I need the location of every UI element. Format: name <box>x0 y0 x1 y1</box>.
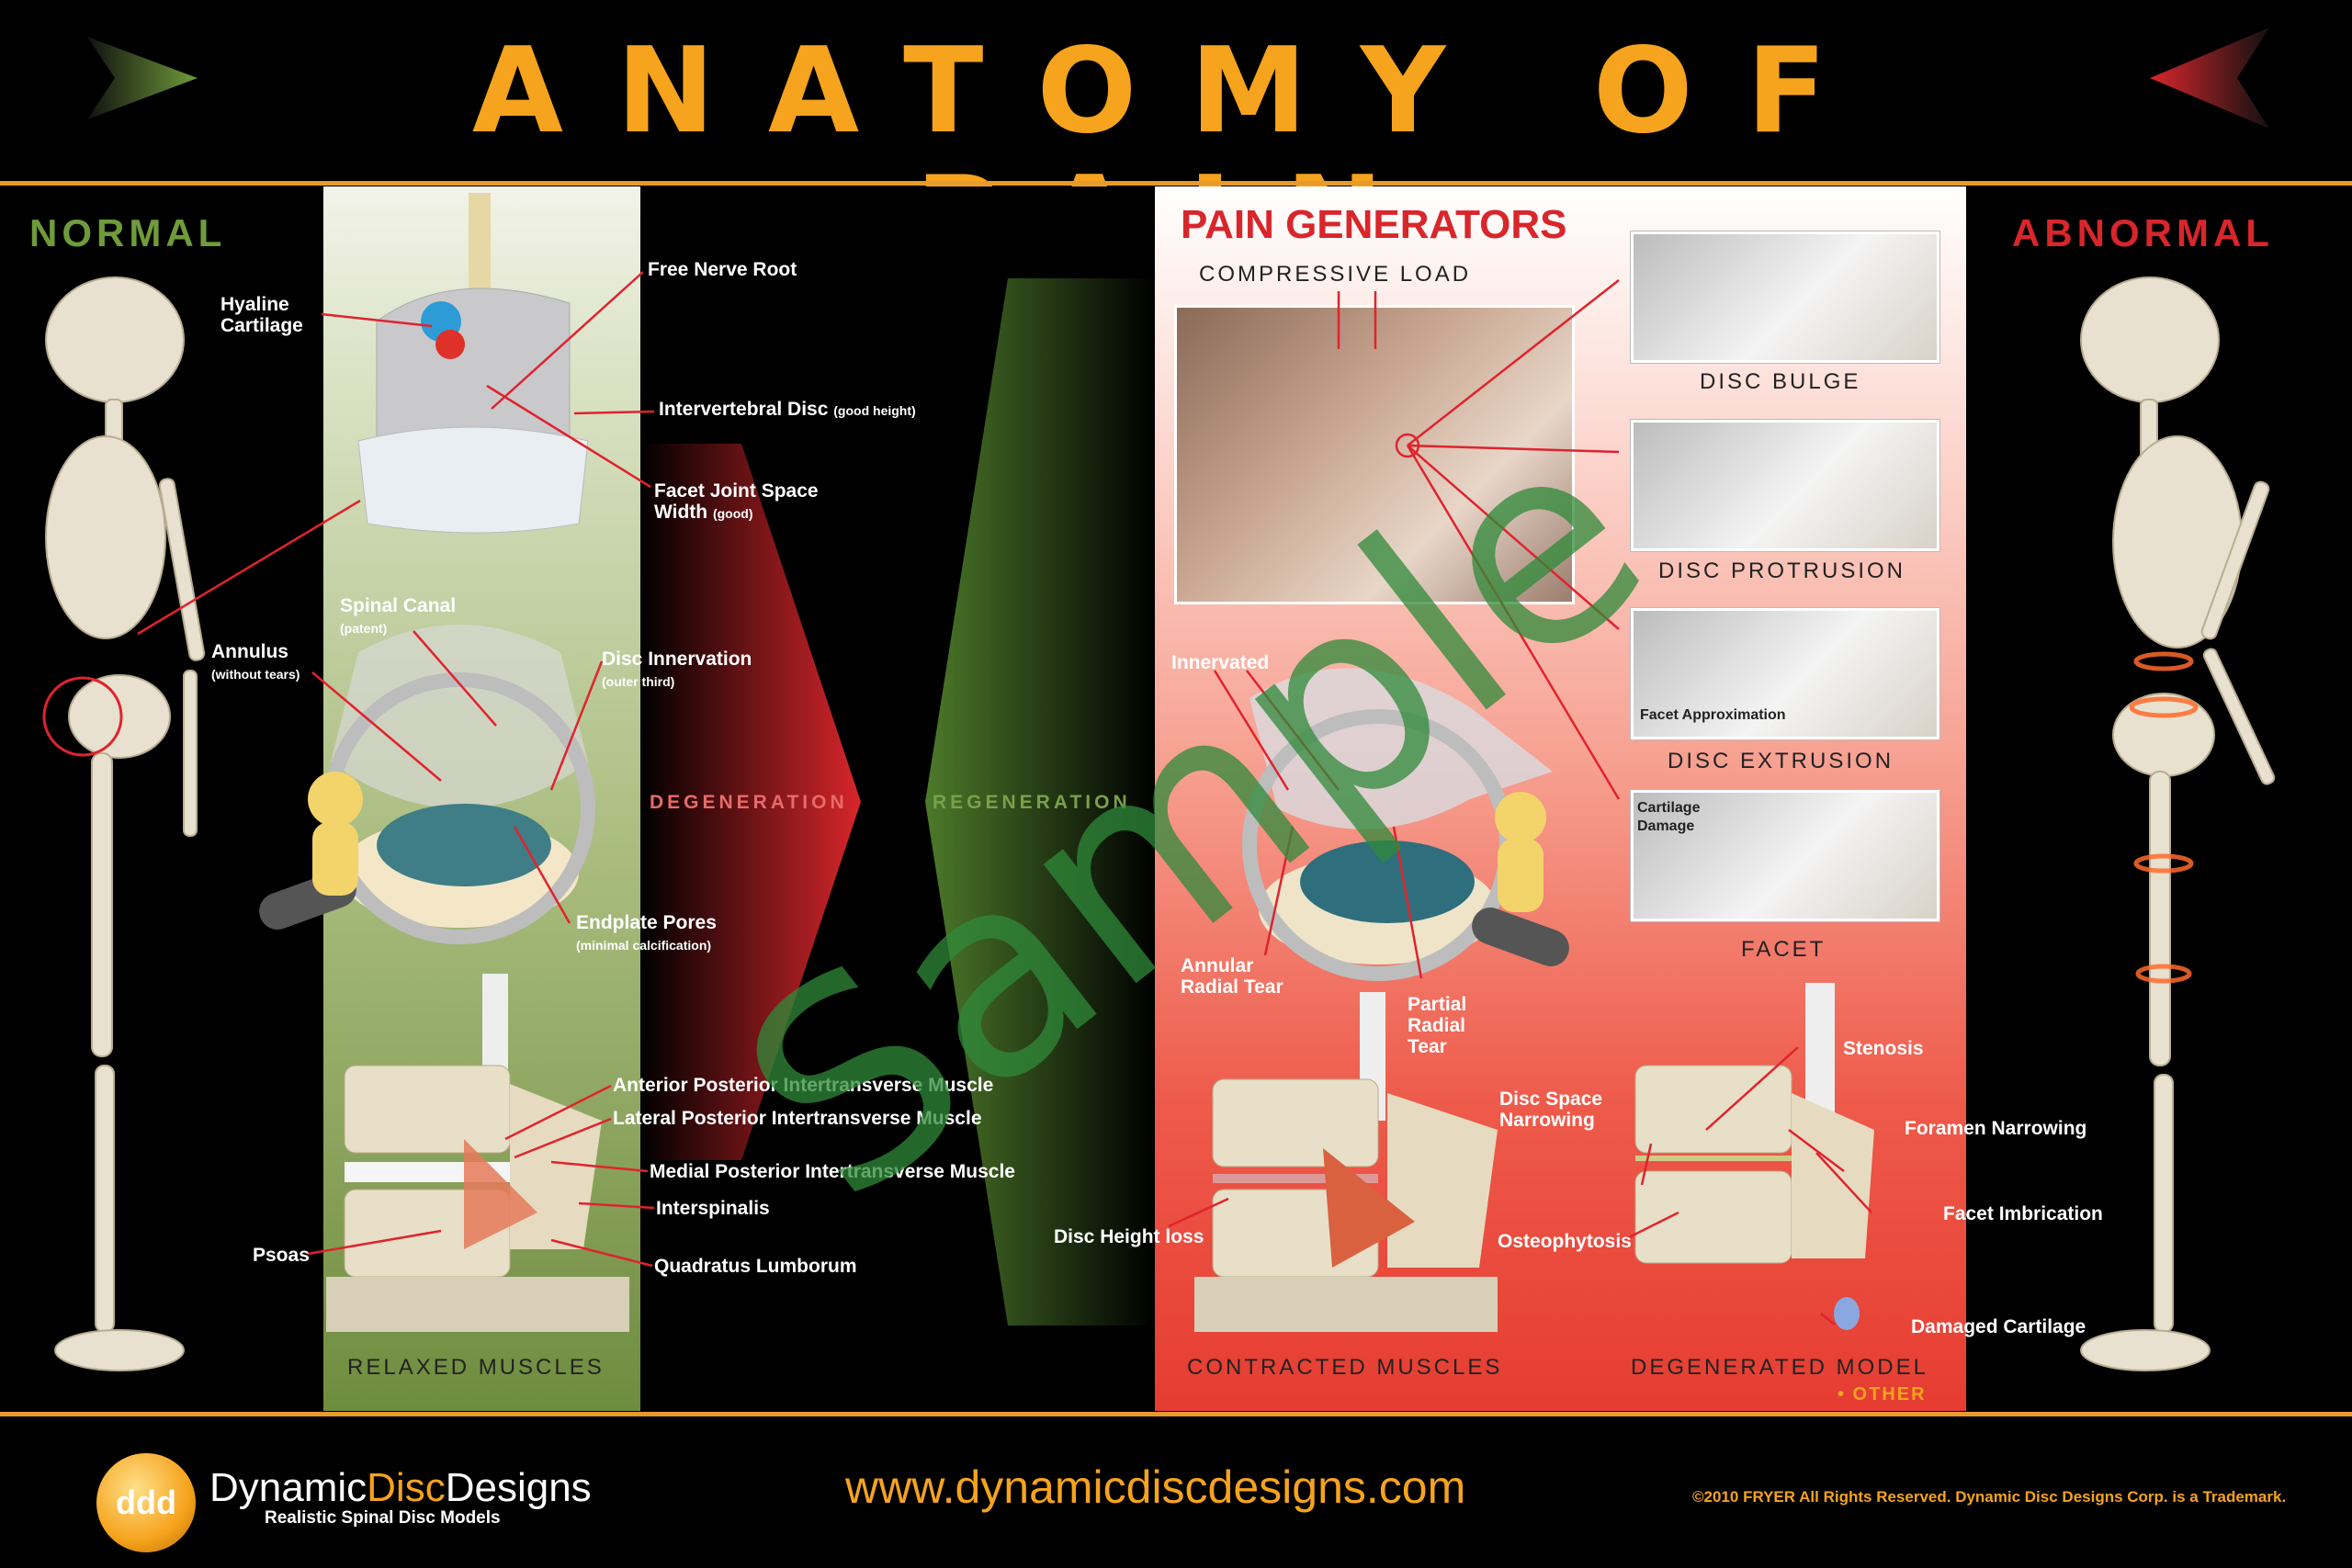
disc-bulge-caption: DISC BULGE <box>1700 369 1861 394</box>
damaged-cartilage-label: Damaged Cartilage <box>1911 1316 2086 1337</box>
abnormal-callout-lines <box>1168 279 1872 1325</box>
disc-height-loss-label: Disc Height loss <box>1054 1226 1204 1247</box>
intervertebral-disc-label: Intervertebral Disc (good height) <box>659 399 916 420</box>
degenerated-model-caption: DEGENERATED MODEL <box>1631 1355 1928 1380</box>
interspinalis-label: Interspinalis <box>656 1198 770 1219</box>
compressive-load-photo <box>1174 305 1575 604</box>
page-title: ANATOMY OF PAIN <box>471 23 1881 285</box>
pain-generators-heading: PAIN GENERATORS <box>1181 202 1567 247</box>
normal-vertebra-model <box>357 193 589 534</box>
osteophytosis-label: Osteophytosis <box>1498 1231 1632 1252</box>
annulus-label: Annulus(without tears) <box>211 641 300 682</box>
stenosis-label: Stenosis <box>1843 1038 1924 1059</box>
disc-bulge-photo <box>1631 231 1939 363</box>
spinal-canal-label: Spinal Canal(patent) <box>340 595 457 636</box>
innervated-label: Innervated <box>1171 652 1270 673</box>
normal-disc-magnifier <box>259 625 595 944</box>
divider-top <box>0 181 2352 186</box>
brand-name: DynamicDiscDesigns <box>209 1465 592 1510</box>
abnormal-disc-magnifier <box>1242 668 1569 981</box>
disc-extrusion-caption: DISC EXTRUSION <box>1668 749 1894 773</box>
lateral-posterior-muscle-label: Lateral Posterior Intertransverse Muscle <box>613 1108 982 1129</box>
facet-photo <box>1631 790 1939 921</box>
normal-heading: NORMAL <box>29 211 227 254</box>
disc-extrusion-photo <box>1631 608 1939 739</box>
abnormal-heading: ABNORMAL <box>2012 211 2274 254</box>
copyright-text: ©2010 FRYER All Rights Reserved. Dynamic… <box>1692 1488 2287 1506</box>
disc-innervation-label: Disc Innervation(outer third) <box>602 649 752 689</box>
degenerated-model <box>1634 983 1874 1330</box>
facet-caption: FACET <box>1741 937 1826 962</box>
left-arrow-icon <box>87 37 198 119</box>
contracted-muscle-model <box>1194 992 1498 1332</box>
regeneration-label: REGENERATION <box>933 792 1131 813</box>
compressive-load-caption: COMPRESSIVE LOAD <box>1199 262 1472 287</box>
foramen-narrowing-label: Foramen Narrowing <box>1905 1118 2087 1139</box>
degeneration-regeneration-chevrons <box>640 278 1155 1325</box>
website-link[interactable]: www.dynamicdiscdesigns.com <box>845 1461 1466 1513</box>
free-nerve-root-label: Free Nerve Root <box>648 259 797 280</box>
quadratus-lumborum-label: Quadratus Lumborum <box>654 1256 857 1277</box>
endplate-pores-label: Endplate Pores(minimal calcification) <box>576 912 717 953</box>
right-arrow-icon <box>2150 28 2269 129</box>
disc-protrusion-photo <box>1631 420 1939 551</box>
logo-mark: ddd <box>96 1453 196 1552</box>
psoas-label: Psoas <box>253 1245 310 1266</box>
divider-bottom <box>0 1412 2352 1416</box>
facet-approximation-label: Facet Approximation <box>1640 707 1786 723</box>
normal-callout-lines <box>137 271 655 1268</box>
abnormal-skeleton-illustration <box>2080 276 2276 1371</box>
medial-posterior-muscle-label: Medial Posterior Intertransverse Muscle <box>650 1161 1015 1182</box>
relaxed-muscles-caption: RELAXED MUSCLES <box>347 1355 605 1380</box>
footer <box>0 1417 2352 1568</box>
disc-protrusion-caption: DISC PROTRUSION <box>1658 558 1906 583</box>
normal-skeleton-illustration <box>42 276 206 1371</box>
anterior-posterior-muscle-label: Anterior Posterior Intertransverse Muscl… <box>613 1075 994 1096</box>
header <box>0 0 2352 182</box>
brand-tagline: Realistic Spinal Disc Models <box>265 1508 501 1528</box>
facet-imbrication-label: Facet Imbrication <box>1943 1203 2103 1224</box>
degeneration-label: DEGENERATION <box>650 792 848 813</box>
contracted-muscles-caption: CONTRACTED MUSCLES <box>1187 1355 1503 1380</box>
other-caption: • OTHER <box>1838 1384 1927 1404</box>
